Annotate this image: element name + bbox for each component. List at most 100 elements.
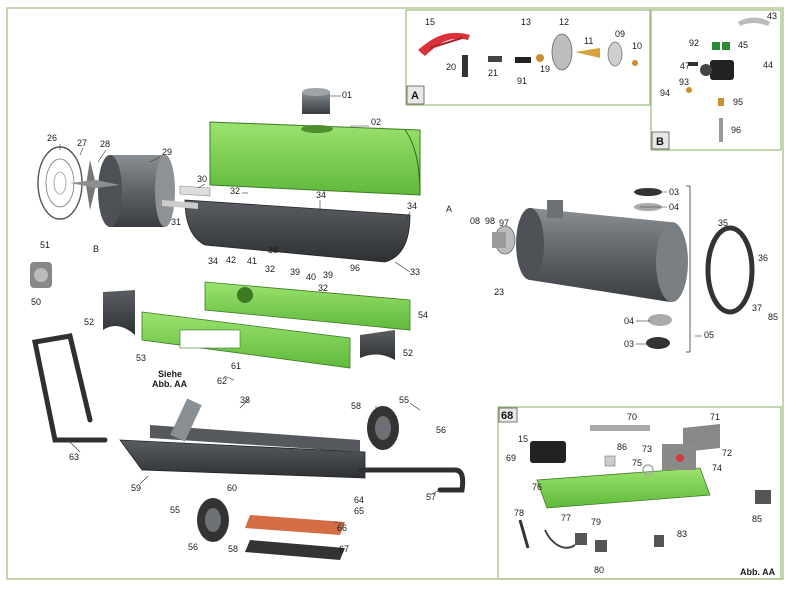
label-60: 60: [227, 483, 237, 493]
label-53: 53: [136, 353, 146, 363]
label-47: 47: [680, 61, 690, 71]
label-36: 36: [758, 253, 768, 263]
label-41: 41: [247, 256, 257, 266]
label-09: 09: [615, 29, 625, 39]
label-72: 72: [722, 448, 732, 458]
motor-51: [30, 262, 52, 288]
note-line2: Abb. AA: [152, 379, 188, 389]
label-12: 12: [559, 17, 569, 27]
label-63: 63: [69, 452, 79, 462]
lower-side-panel-53: [141, 311, 351, 369]
end-plates-52: [103, 290, 395, 360]
label-79: 79: [591, 517, 601, 527]
inset-68-caption: Abb. AA: [740, 567, 776, 577]
label-33: 33: [410, 267, 420, 277]
front-ring-35: [705, 225, 755, 315]
label-02: 02: [371, 117, 381, 127]
inset-a: A: [405, 9, 651, 106]
label-78: 78: [514, 508, 524, 518]
label-52a: 52: [84, 317, 94, 327]
label-15b: 15: [518, 434, 528, 444]
label-93: 93: [679, 77, 689, 87]
label-85b: 85: [752, 514, 762, 524]
wheel-58-right: [367, 406, 399, 450]
label-38b: 38: [240, 395, 250, 405]
label-77: 77: [561, 513, 571, 523]
label-56a: 56: [188, 542, 198, 552]
label-73: 73: [642, 444, 652, 454]
label-10: 10: [632, 41, 642, 51]
label-66: 66: [337, 523, 347, 533]
axle-57: [357, 467, 466, 493]
label-58b: 58: [351, 401, 361, 411]
label-43: 43: [767, 11, 777, 21]
label-13: 13: [521, 17, 531, 27]
label-91: 91: [517, 76, 527, 86]
fuel-tank-59: [119, 398, 366, 479]
label-75: 75: [632, 458, 642, 468]
inset-68: 68 Abb. AA: [497, 406, 782, 580]
label-59: 59: [131, 483, 141, 493]
label-32a: 32: [230, 186, 240, 196]
label-96a: 96: [350, 263, 360, 273]
label-42: 42: [226, 255, 236, 265]
label-45: 45: [738, 40, 748, 50]
label-03b: 03: [624, 339, 634, 349]
label-67: 67: [339, 544, 349, 554]
label-34c: 34: [208, 256, 218, 266]
label-32b: 32: [265, 264, 275, 274]
label-29: 29: [162, 147, 172, 157]
label-94: 94: [660, 88, 670, 98]
label-97: 97: [499, 218, 509, 228]
label-37: 37: [752, 303, 762, 313]
label-95: 95: [733, 97, 743, 107]
label-96b: 96: [731, 125, 741, 135]
label-61: 61: [231, 361, 241, 371]
label-35: 35: [718, 218, 728, 228]
label-20: 20: [446, 62, 456, 72]
burner-head-97: [492, 225, 516, 255]
label-03a: 03: [669, 187, 679, 197]
label-56b: 56: [436, 425, 446, 435]
label-98: 98: [485, 216, 495, 226]
label-34b: 34: [407, 201, 417, 211]
filter-plates-30-31: [162, 185, 211, 209]
label-04a: 04: [669, 202, 679, 212]
label-44: 44: [763, 60, 773, 70]
wheel-58-left: [197, 498, 229, 542]
label-11: 11: [584, 36, 593, 46]
part-labels: 01 02 03 04 04 03 05 08 98 97 A 23 35 36…: [31, 11, 778, 575]
label-62: 62: [217, 376, 227, 386]
label-27: 27: [77, 138, 87, 148]
label-50: 50: [31, 297, 41, 307]
label-83: 83: [677, 529, 687, 539]
label-23: 23: [494, 287, 504, 297]
label-01: 01: [342, 90, 352, 100]
label-55b: 55: [399, 395, 409, 405]
label-31: 31: [171, 217, 181, 227]
chimney-01: [302, 88, 330, 114]
upper-side-panel-54: [204, 281, 411, 331]
label-65: 65: [354, 506, 364, 516]
label-A: A: [446, 204, 452, 214]
label-15a: 15: [425, 17, 435, 27]
leader-lines: [59, 95, 702, 525]
label-70: 70: [627, 412, 637, 422]
top-hood-02: [209, 121, 421, 196]
label-76: 76: [532, 482, 542, 492]
label-30: 30: [197, 174, 207, 184]
label-08: 08: [470, 216, 480, 226]
label-28: 28: [100, 139, 110, 149]
label-69: 69: [506, 453, 516, 463]
label-26: 26: [47, 133, 57, 143]
lower-shell-33: [184, 199, 411, 263]
label-64: 64: [354, 495, 364, 505]
label-74: 74: [712, 463, 722, 473]
fan-blade-28: [70, 160, 120, 210]
label-51: 51: [40, 240, 50, 250]
inset-68-tag: 68: [501, 410, 513, 422]
label-21: 21: [488, 68, 498, 78]
label-40: 40: [306, 272, 316, 282]
fan-housing-29: [98, 155, 175, 227]
